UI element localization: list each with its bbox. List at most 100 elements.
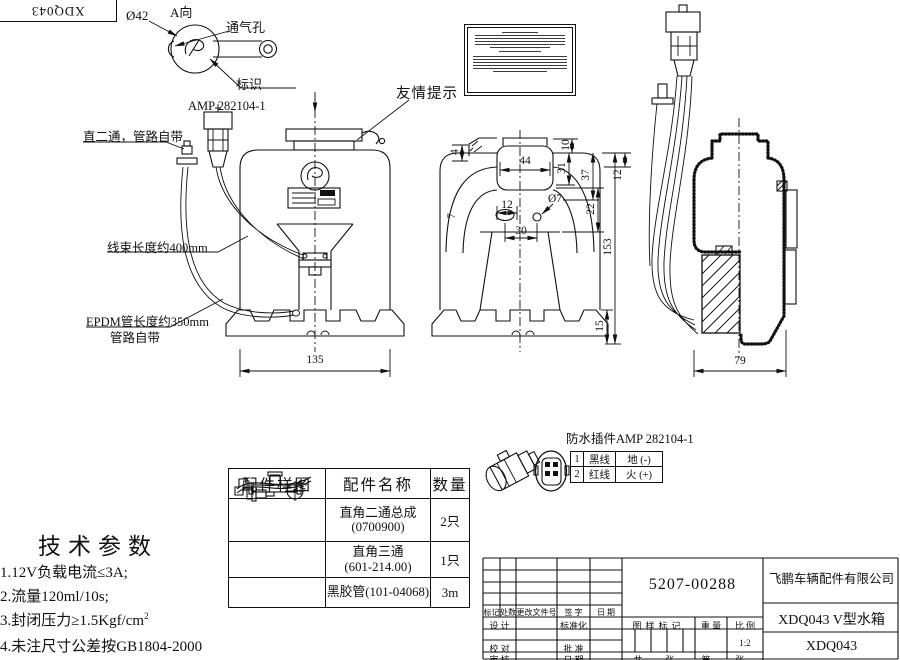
side-pump-block [701, 245, 741, 334]
pump-fitting [298, 252, 332, 276]
tech-params-title: 技术参数 [38, 534, 158, 559]
side-view-drawing [648, 4, 798, 377]
part-name: 黑胶管(101-04068) [326, 578, 431, 607]
dim-37: 37 [580, 169, 592, 181]
amp-connector-label: AMP 282104-1 [188, 99, 266, 113]
dim-44: 44 [519, 155, 531, 167]
wire-harness [215, 166, 305, 260]
tb-review: 审 核 [489, 655, 510, 660]
tech-item-3: 3.封闭压力≥1.5Kgf/cm2 [0, 611, 149, 629]
dim-15: 15 [594, 320, 606, 332]
tech-item-4: 4.未注尺寸公差按GB1804-2000 [0, 639, 203, 655]
tb-approve: 批 准 [563, 644, 584, 654]
dim-31: 31 [556, 162, 568, 174]
tb-date: 日 期 [597, 608, 615, 617]
pin-wire: 红线 [584, 467, 616, 482]
parts-table: 配件样图 配件名称 数量 直角二通总成 (0700900) 2只 [228, 468, 470, 608]
waterproof-connector-title: 防水插件AMP 282104-1 [566, 432, 694, 446]
tb-sign: 签 字 [564, 608, 583, 617]
dim-4: 4 [449, 149, 461, 155]
corner-code-block: XDQ043 [0, 0, 117, 22]
epdm-length-callout-2: 管路自带 [110, 331, 161, 345]
side-straight-fitting [648, 83, 674, 267]
tb-stage-mark: 图样标记 [632, 621, 685, 631]
detail-a-title: A向 [170, 5, 193, 20]
tb-scale-label: 比 例 [734, 621, 756, 631]
tech-item-1: 1.12V负载电流≤3A; [0, 565, 128, 581]
pin-polarity: 火 (+) [625, 470, 653, 481]
tank-side-wall [692, 132, 786, 346]
tb-standard: 标准化 [559, 621, 587, 631]
dim-30: 30 [515, 225, 527, 237]
pin-table: 1 黑线 地 (-) 2 红线 火 (+) [570, 451, 663, 483]
friendly-notice-callout: 友情提示 [396, 86, 458, 102]
hose-icon [236, 476, 312, 494]
corner-code: XDQ043 [31, 3, 85, 19]
tb-weight: 重 量 [700, 621, 722, 631]
straight-fitting [176, 140, 198, 165]
tank-nameplate [287, 187, 341, 209]
pin-no: 2 [571, 467, 584, 482]
part-image-hose [229, 476, 326, 607]
part-name: 直角二通总成 (0700900) [326, 499, 431, 542]
dim-7: 7 [446, 213, 458, 219]
part-qty: 2只 [431, 499, 469, 542]
tb-design: 设 计 [489, 621, 510, 631]
straight-fitting-callout: 直二通，管路自带 [83, 130, 184, 144]
dim-12-hole: 12 [501, 199, 513, 211]
col-header-qty: 数量 [431, 469, 469, 499]
epdm-tube [180, 166, 295, 318]
dim-12-top: 12 [612, 169, 624, 181]
title-block-grid [482, 557, 899, 660]
tb-company: 飞鹏车辆配件有限公司 [768, 572, 894, 586]
tb-date2: 日 期 [563, 655, 584, 660]
brand-logo-icon [300, 161, 330, 191]
waterproof-connector-icon [485, 449, 541, 492]
front-base-bracket [225, 309, 405, 337]
dim-side-width: 79 [734, 355, 746, 367]
tb-product-code: XDQ043 [805, 639, 858, 654]
part-image-tee [229, 471, 326, 578]
pin-wire: 黑线 [584, 452, 616, 467]
part-qty: 1只 [431, 542, 469, 578]
col-header-name: 配件名称 [326, 469, 431, 499]
part-image-elbow [229, 478, 326, 542]
tb-check: 校 对 [489, 644, 510, 654]
tb-sheets-unit: 张 [665, 655, 675, 660]
tb-qty: 处数 [500, 608, 516, 617]
tb-product-name: XDQ043 V型水箱 [778, 613, 885, 628]
wiper-logo-icon [184, 39, 205, 57]
notice-label [464, 24, 576, 96]
tb-sheets-total: 共 [633, 655, 643, 660]
tech-item-2: 2.流量120ml/10s; [0, 589, 109, 605]
tb-mark: 标记 [483, 608, 500, 617]
dim-front-width: 135 [306, 354, 324, 366]
tb-sheet-no: 第 [701, 655, 711, 660]
tb-sheet-unit: 张 [735, 655, 745, 660]
amp-connector-side [665, 4, 701, 77]
pin-polarity: 地 (-) [616, 452, 662, 467]
dim-10: 10 [560, 139, 572, 151]
dim-153: 153 [602, 238, 614, 256]
detail-a-diameter: Ø42 [126, 8, 149, 23]
pin-no: 1 [571, 452, 584, 467]
amp-connector-front [203, 104, 233, 168]
harness-length-callout: 线束长度约400mm [107, 241, 208, 255]
connector-face-icon [533, 450, 570, 492]
part-qty: 3m [441, 584, 459, 600]
tb-scale-value: 1:2 [739, 638, 751, 648]
side-wires [651, 75, 699, 335]
detail-a-view [148, 20, 296, 89]
rear-base-bracket [431, 309, 609, 337]
notice-label-text-lines [467, 27, 573, 93]
part-name: 直角三通 (601-214.00) [326, 542, 431, 578]
tb-change-doc: 更改文件号 [516, 608, 557, 617]
tb-drawing-number: 5207-00288 [648, 576, 737, 593]
vent-hole-label: 通气孔 [226, 20, 266, 35]
front-view-drawing [83, 92, 405, 377]
epdm-length-callout: EPDM管长度约350mm [86, 315, 209, 329]
dim-hole-diameter: Ø7 [548, 193, 563, 205]
marking-label: 标识 [236, 77, 263, 92]
